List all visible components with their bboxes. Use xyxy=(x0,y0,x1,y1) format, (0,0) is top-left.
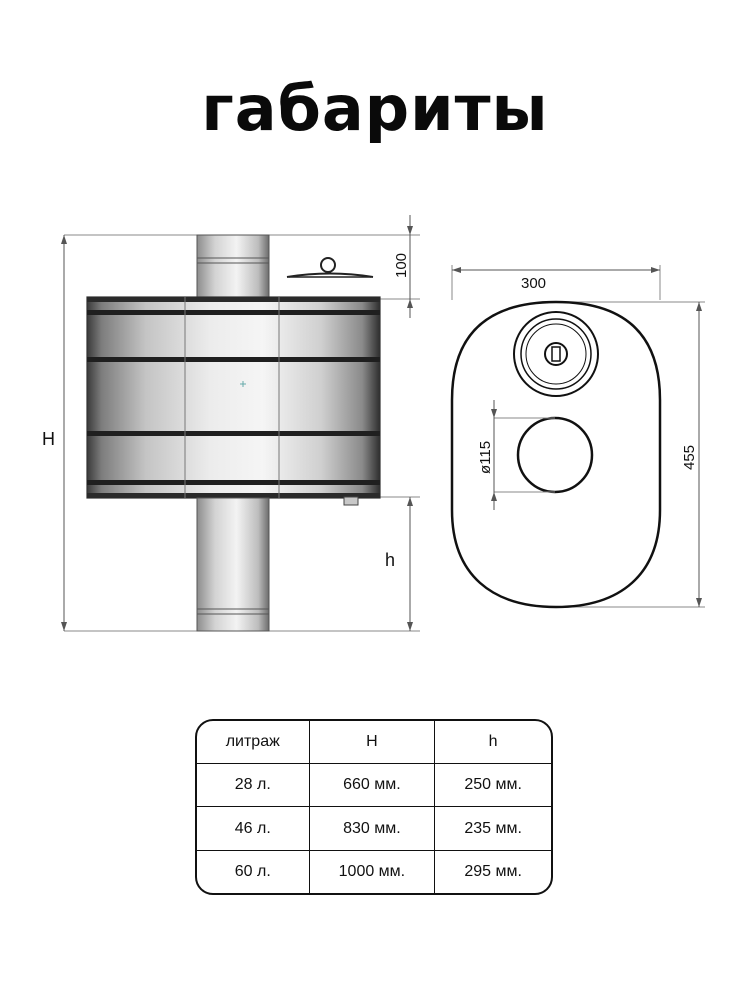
side-view: H 100 h xyxy=(42,215,420,632)
dim-label-diameter: ø115 xyxy=(477,441,494,474)
table-cell: 60 л. xyxy=(197,850,310,893)
page-title: габариты xyxy=(201,72,549,145)
table-cell: 28 л. xyxy=(197,763,310,808)
pipe-opening xyxy=(516,416,594,494)
dimensions-table: литраж H h 28 л. 660 мм. 250 мм. 46 л. 8… xyxy=(195,719,553,895)
table-cell: 660 мм. xyxy=(309,763,436,808)
table-cell: 295 мм. xyxy=(464,863,522,881)
table-header-cell: H xyxy=(309,721,436,764)
dim-label-width: 300 xyxy=(521,275,546,292)
tank-body xyxy=(86,296,381,506)
tank-lid xyxy=(286,257,374,278)
upper-fitting xyxy=(513,311,599,397)
table-cell: 1000 мм. xyxy=(309,850,436,893)
lower-pipe xyxy=(196,497,270,632)
table-cell: 830 мм. xyxy=(309,806,436,852)
table-row: 46 л. 830 мм. 235 мм. xyxy=(197,806,551,852)
table-cell: 46 л. xyxy=(197,806,310,852)
table-header-row: литраж H h xyxy=(197,721,551,764)
dim-label-lower-height: h xyxy=(385,550,395,570)
dim-label-length: 455 xyxy=(681,445,698,470)
table-header-cell: h xyxy=(434,721,551,764)
top-view: ø115 300 455 xyxy=(450,265,705,609)
upper-pipe xyxy=(196,234,270,300)
table-header-cell: литраж xyxy=(197,721,310,764)
table-row: 28 л. 660 мм. 250 мм. xyxy=(197,763,551,808)
table-row: 60 л. 1000 мм. 295 мм. xyxy=(197,850,551,893)
table-cell: 235 мм. xyxy=(434,806,551,852)
dim-label-total-height: H xyxy=(42,429,55,449)
dim-label-top-offset: 100 xyxy=(393,253,410,278)
table-cell: 250 мм. xyxy=(434,763,551,808)
